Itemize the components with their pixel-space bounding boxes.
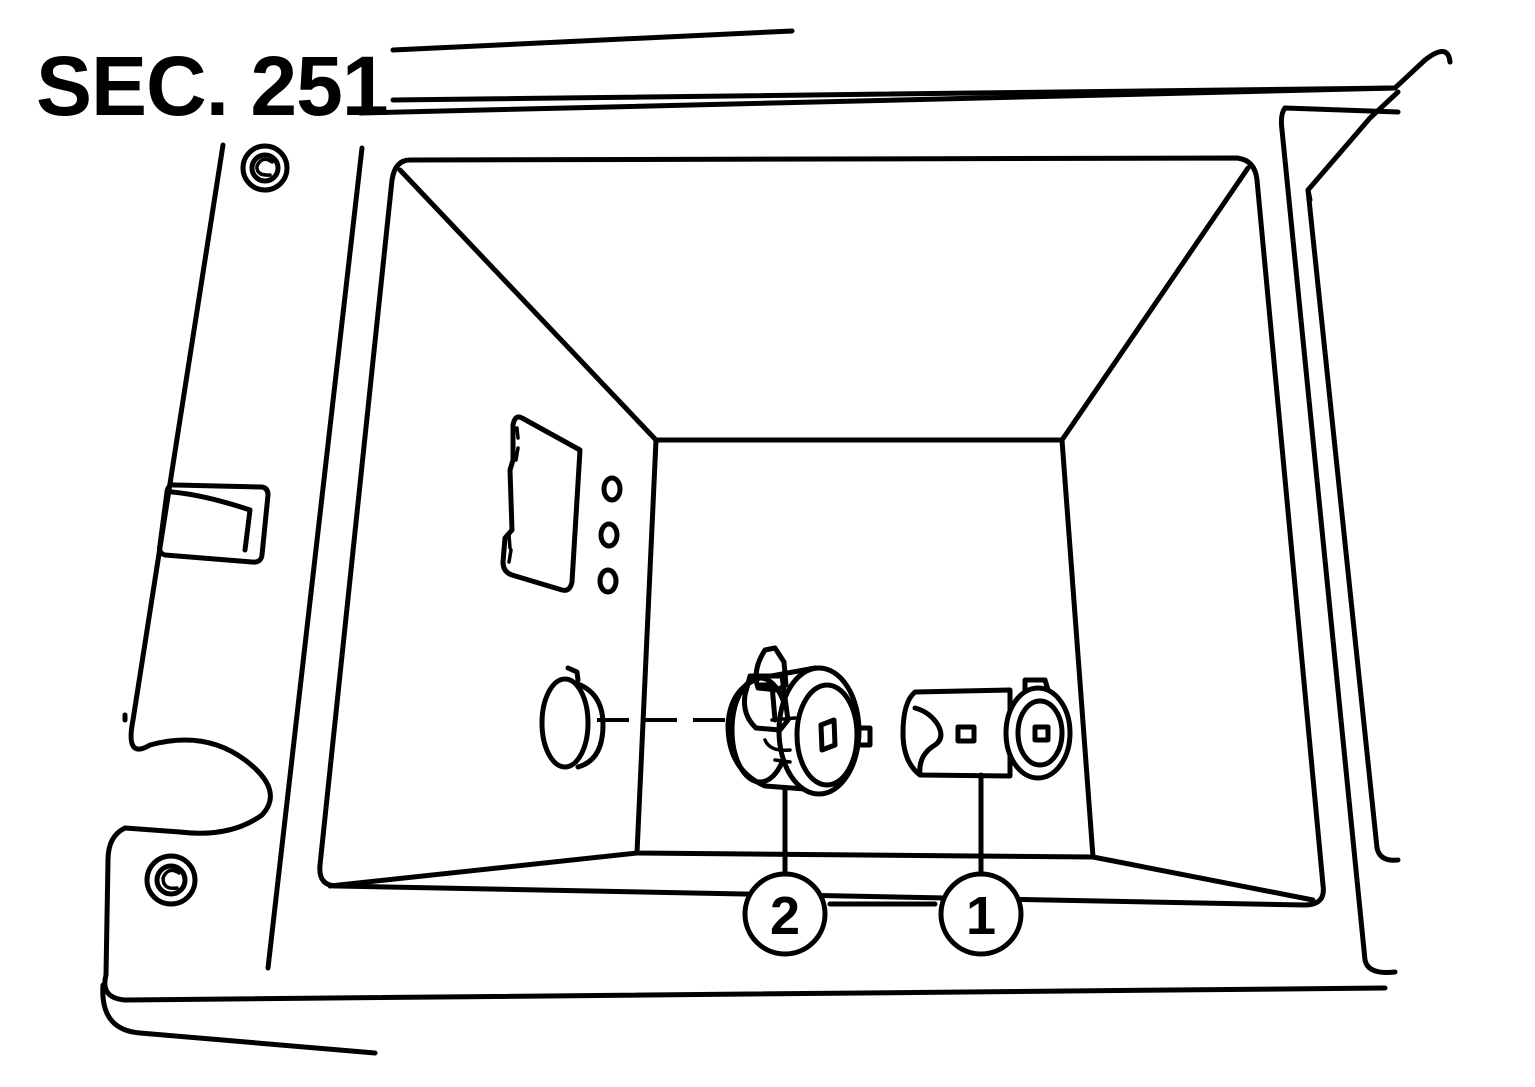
power-socket <box>900 677 1073 781</box>
console-panel <box>100 49 1453 1056</box>
panel-switch <box>157 482 271 565</box>
right-trim <box>1278 89 1401 975</box>
section-label: SEC. 251 <box>36 39 389 133</box>
tray-recess <box>317 155 1326 908</box>
callout-1: 1 <box>938 871 1024 957</box>
accessory-socket-with-connector <box>725 645 873 797</box>
top-leader-line <box>390 28 795 53</box>
panel-screw-top <box>240 143 290 193</box>
label-plate <box>500 414 583 593</box>
mounting-holes <box>597 475 623 595</box>
callout-2-number: 2 <box>770 886 800 946</box>
callout-2: 2 <box>742 871 828 957</box>
socket-hole <box>539 665 606 770</box>
panel-screw-bottom <box>144 853 198 907</box>
callout-1-number: 1 <box>966 886 996 946</box>
